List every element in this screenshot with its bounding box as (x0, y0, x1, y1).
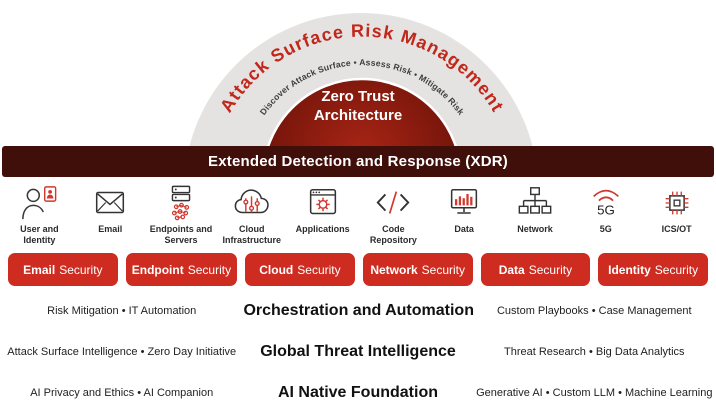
layer-title: Orchestration and Automation (243, 301, 474, 319)
5g-icon: 5G (592, 189, 619, 217)
button-strong: Email (23, 262, 56, 277)
asset-applications: Applications (287, 184, 358, 235)
applications-icon (309, 188, 336, 215)
asset-data: Data (429, 184, 500, 235)
icon-label: Email (98, 224, 123, 234)
xdr-banner: Extended Detection and Response (XDR) (2, 146, 714, 177)
asset-network: Network (500, 184, 571, 235)
icon-label: 5G (599, 224, 612, 234)
layer-ai-native-foundation: AI Privacy and Ethics • AI Companion AI … (0, 373, 716, 408)
button-strong: Data (498, 262, 525, 277)
button-rest: Security (528, 262, 573, 277)
asset-icons-row: User and Identity Email (0, 177, 716, 250)
identity-security-button[interactable]: Identity Security (598, 253, 709, 286)
asset-code-repository: Code Repository (358, 184, 429, 245)
security-buttons-row: Email Security Endpoint Security Cloud S… (0, 250, 716, 290)
attack-surface-arc-section: Attack Surface Risk Management Discover … (0, 0, 716, 146)
button-rest: Security (654, 262, 699, 277)
button-rest: Security (421, 262, 466, 277)
asset-email: Email (75, 184, 146, 235)
asset-5g: 5G 5G (570, 184, 641, 235)
layer-left-text: Attack Surface Intelligence • Zero Day I… (7, 345, 237, 358)
button-strong: Cloud (259, 262, 294, 277)
svg-text:5G: 5G (597, 202, 615, 217)
email-security-button[interactable]: Email Security (8, 253, 118, 286)
arc-graphic: Attack Surface Risk Management Discover … (189, 13, 533, 146)
layer-right-text: Threat Research • Big Data Analytics (503, 345, 685, 358)
button-rest: Security (187, 262, 232, 277)
button-strong: Endpoint (131, 262, 184, 277)
asset-endpoints-servers: Endpoints and Servers (146, 184, 217, 245)
layer-title: Global Threat Intelligence (260, 342, 456, 360)
icon-label: Network (517, 224, 553, 234)
cloud-infrastructure-icon (234, 189, 269, 214)
button-rest: Security (59, 262, 103, 277)
cloud-security-button[interactable]: Cloud Security (245, 253, 355, 286)
icon-label: ICS/OT (661, 224, 692, 234)
icon-label: Applications (295, 224, 350, 234)
icon-label: Endpoints and Servers (149, 224, 213, 245)
button-rest: Security (297, 262, 341, 277)
code-repository-icon (376, 191, 410, 214)
icon-label: Data (454, 224, 474, 234)
icon-label: Cloud Infrastructure (222, 224, 282, 245)
icon-label: Code Repository (369, 224, 417, 245)
button-strong: Identity (608, 262, 651, 277)
data-security-button[interactable]: Data Security (480, 253, 591, 286)
asset-cloud-infrastructure: Cloud Infrastructure (216, 184, 287, 245)
layer-right-text: Generative AI • Custom LLM • Machine Lea… (476, 387, 713, 400)
layer-global-threat-intelligence: Attack Surface Intelligence • Zero Day I… (0, 331, 716, 372)
ics-ot-icon (665, 191, 688, 215)
asset-ics-ot: ICS/OT (641, 184, 712, 235)
layer-title: AI Native Foundation (277, 384, 438, 402)
zero-trust-label: Zero Trust Architecture (313, 88, 403, 124)
asset-user-identity: User and Identity (4, 184, 75, 245)
endpoints-servers-icon (171, 185, 191, 221)
button-strong: Network (370, 262, 418, 277)
xdr-banner-label: Extended Detection and Response (XDR) (208, 153, 508, 170)
network-security-button[interactable]: Network Security (362, 253, 473, 286)
layer-right-text: Custom Playbooks • Case Management (496, 304, 692, 317)
layer-left-text: AI Privacy and Ethics • AI Companion (30, 387, 214, 400)
zero-trust-core-shape (267, 77, 457, 146)
network-icon (518, 187, 552, 214)
email-icon (96, 191, 125, 214)
foundation-layers: Risk Mitigation • IT Automation Orchestr… (0, 290, 716, 408)
layer-left-text: Risk Mitigation • IT Automation (47, 304, 197, 317)
data-icon (451, 188, 478, 214)
user-identity-icon (22, 186, 57, 220)
endpoint-security-button[interactable]: Endpoint Security (125, 253, 238, 286)
icon-label: User and Identity (20, 224, 59, 245)
layer-orchestration-automation: Risk Mitigation • IT Automation Orchestr… (0, 290, 716, 331)
